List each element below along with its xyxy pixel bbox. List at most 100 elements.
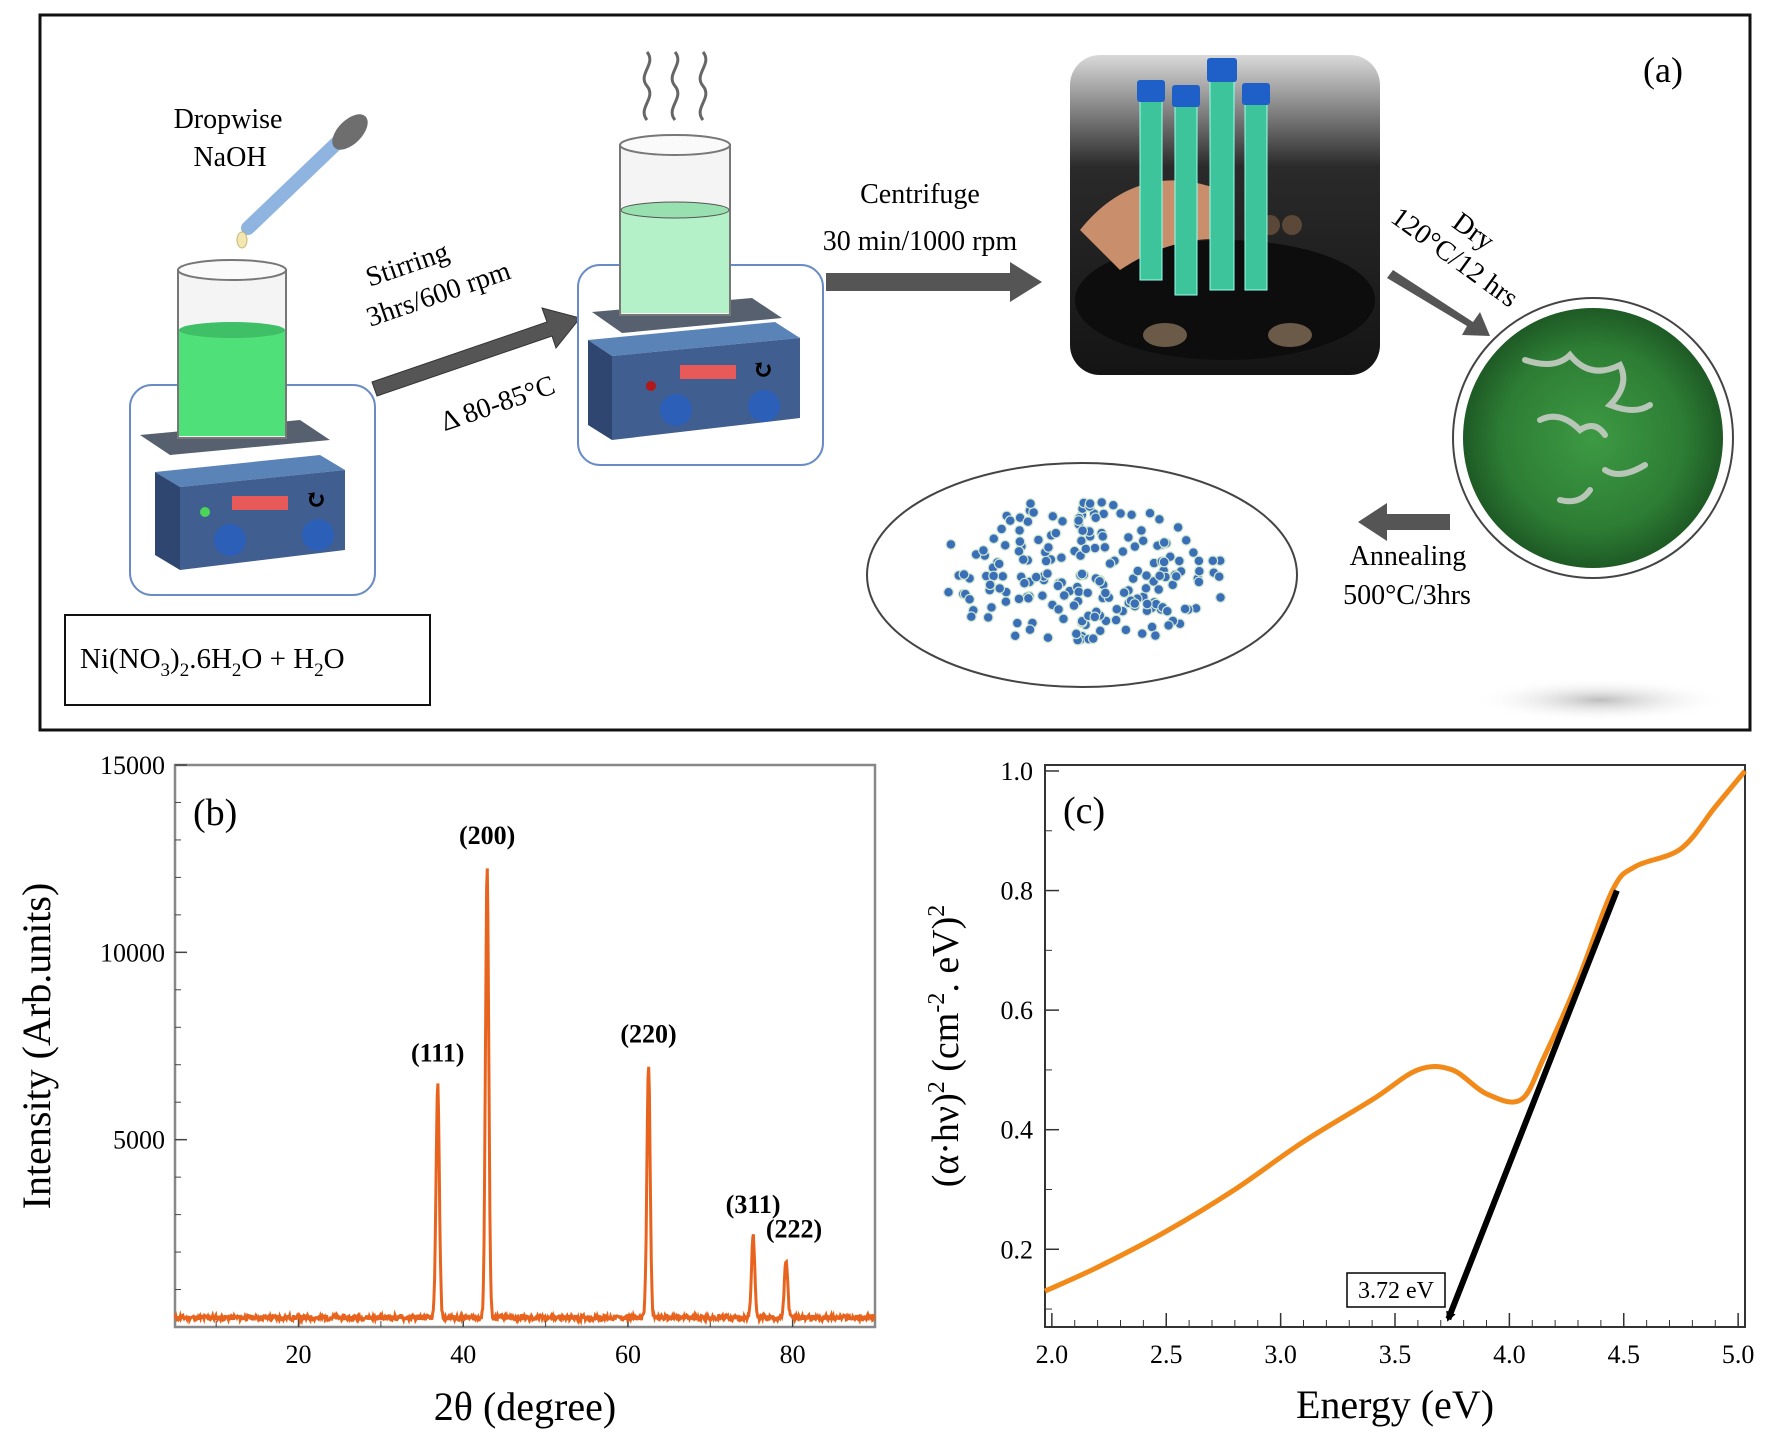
tubes bbox=[1137, 58, 1270, 296]
nanoparticle bbox=[1075, 535, 1087, 547]
nanoparticle bbox=[1111, 603, 1123, 615]
chart-b-peak-label: (222) bbox=[766, 1215, 822, 1244]
nanoparticle bbox=[1090, 512, 1102, 524]
chart-c-ytick-label: 0.6 bbox=[1001, 996, 1034, 1025]
nanoparticle bbox=[1058, 613, 1069, 625]
nanoparticle bbox=[1137, 535, 1149, 547]
nanoparticle bbox=[958, 569, 970, 580]
chart-b-plot-area bbox=[173, 763, 877, 1329]
stirrer-setup-1: ↻ Dropwise NaOH bbox=[129, 104, 376, 596]
chart-c-ytick-label: 1.0 bbox=[1001, 757, 1034, 786]
chart-b-ytick-label: 5000 bbox=[113, 1126, 165, 1155]
nanoparticle bbox=[1024, 624, 1036, 636]
nanoparticle bbox=[1132, 565, 1144, 577]
nanoparticle bbox=[1082, 587, 1094, 599]
nanoparticle bbox=[1076, 568, 1088, 580]
precursor-box: Ni(NO3)2.6H2O + H2O bbox=[64, 614, 431, 706]
nanoparticle bbox=[984, 579, 996, 591]
nanoparticle bbox=[1094, 625, 1106, 637]
nanoparticle bbox=[1057, 515, 1068, 527]
tube-cap-4 bbox=[1242, 83, 1270, 105]
knob-2b bbox=[748, 390, 780, 422]
knob-1a bbox=[214, 524, 246, 556]
chart-b-xtick-label: 80 bbox=[780, 1340, 806, 1369]
nanoparticle bbox=[1170, 571, 1182, 582]
nanoparticle bbox=[1163, 620, 1174, 631]
steam-1 bbox=[642, 51, 652, 121]
chart-b-peak-label: (220) bbox=[620, 1020, 676, 1049]
nanoparticle bbox=[1118, 587, 1130, 599]
dropper-text-1: Dropwise bbox=[174, 104, 283, 135]
chart-c-panel-label: (c) bbox=[1063, 790, 1105, 832]
nanoparticle bbox=[1115, 508, 1126, 519]
nanoparticle bbox=[1013, 545, 1025, 557]
nanoparticle bbox=[1099, 541, 1111, 553]
nanoparticle bbox=[1094, 575, 1105, 587]
nanoparticle bbox=[1025, 498, 1036, 510]
chart-b-panel-label: (b) bbox=[193, 792, 237, 834]
display-2 bbox=[680, 365, 736, 379]
rotor-holder-1 bbox=[1143, 323, 1187, 347]
chart-b-peak-label: (111) bbox=[411, 1038, 464, 1067]
nanoparticle bbox=[1104, 558, 1116, 569]
nanoparticle bbox=[1058, 590, 1070, 601]
petri-dish bbox=[1452, 297, 1734, 722]
tube-cap-1 bbox=[1137, 80, 1165, 102]
nanoparticle bbox=[1087, 633, 1099, 644]
tube-4 bbox=[1244, 99, 1268, 291]
nanoparticle bbox=[1042, 542, 1054, 553]
dried-gel bbox=[1463, 308, 1723, 568]
rotation-icon-1: ↻ bbox=[305, 485, 327, 514]
nanoparticle bbox=[1014, 525, 1025, 536]
nanoparticles bbox=[943, 497, 1226, 646]
gel-cracks bbox=[1522, 350, 1653, 505]
rotor-holder-2 bbox=[1268, 323, 1312, 347]
indicator-red bbox=[646, 381, 656, 391]
nanoparticle bbox=[978, 545, 989, 556]
nanoparticle bbox=[1070, 628, 1082, 640]
chart-b-peak-label: (200) bbox=[459, 821, 515, 850]
tauc-fit-line bbox=[1445, 889, 1620, 1322]
chart-c-ytick-label: 0.2 bbox=[1001, 1235, 1034, 1264]
nanoparticle bbox=[1022, 516, 1034, 528]
nanoparticle bbox=[1158, 537, 1170, 548]
chart-c-xtick-label: 3.0 bbox=[1264, 1340, 1297, 1369]
bandgap-annotation-box bbox=[1346, 1272, 1446, 1308]
nanoparticle bbox=[986, 602, 997, 613]
nanoparticle bbox=[1014, 536, 1026, 547]
droplet bbox=[236, 231, 248, 249]
rotor-holder-4 bbox=[1282, 215, 1302, 235]
centrifuge-arrow-shape bbox=[826, 262, 1042, 302]
nanoparticle bbox=[1172, 522, 1184, 533]
tauc-curve bbox=[1043, 769, 1747, 1294]
nanoparticle bbox=[982, 612, 994, 623]
nanoparticle bbox=[1129, 541, 1141, 552]
chart-b-ytick-label: 15000 bbox=[100, 751, 165, 780]
chart-c-xtick-label: 4.5 bbox=[1608, 1340, 1641, 1369]
nanoparticle bbox=[1050, 527, 1062, 539]
nanoparticle bbox=[1107, 499, 1119, 511]
nanoparticle bbox=[1154, 570, 1166, 582]
nanoparticle bbox=[1009, 630, 1021, 642]
nanoparticle bbox=[1013, 593, 1025, 605]
chart-b-ytick-label: 10000 bbox=[100, 938, 165, 967]
nanoparticle bbox=[1173, 555, 1185, 567]
beaker-2-rim bbox=[619, 134, 731, 156]
chart-c-ytick-label: 0.4 bbox=[1001, 1116, 1034, 1145]
chart-c-xtick-label: 5.0 bbox=[1722, 1340, 1755, 1369]
nanoparticle bbox=[1215, 592, 1226, 603]
chart-b-ylabel: Intensity (Arb.units) bbox=[14, 883, 59, 1210]
nanoparticle bbox=[964, 593, 975, 605]
nanoparticle bbox=[1136, 628, 1148, 639]
nanoparticle bbox=[993, 558, 1005, 570]
tube-3 bbox=[1209, 79, 1235, 291]
nanoparticle bbox=[1140, 582, 1152, 594]
hotplate-side-1 bbox=[155, 472, 180, 570]
nanoparticle bbox=[988, 533, 1000, 545]
nanoparticle bbox=[1213, 571, 1225, 583]
nanoparticle bbox=[1084, 498, 1096, 510]
nanoparticle bbox=[1017, 554, 1029, 565]
